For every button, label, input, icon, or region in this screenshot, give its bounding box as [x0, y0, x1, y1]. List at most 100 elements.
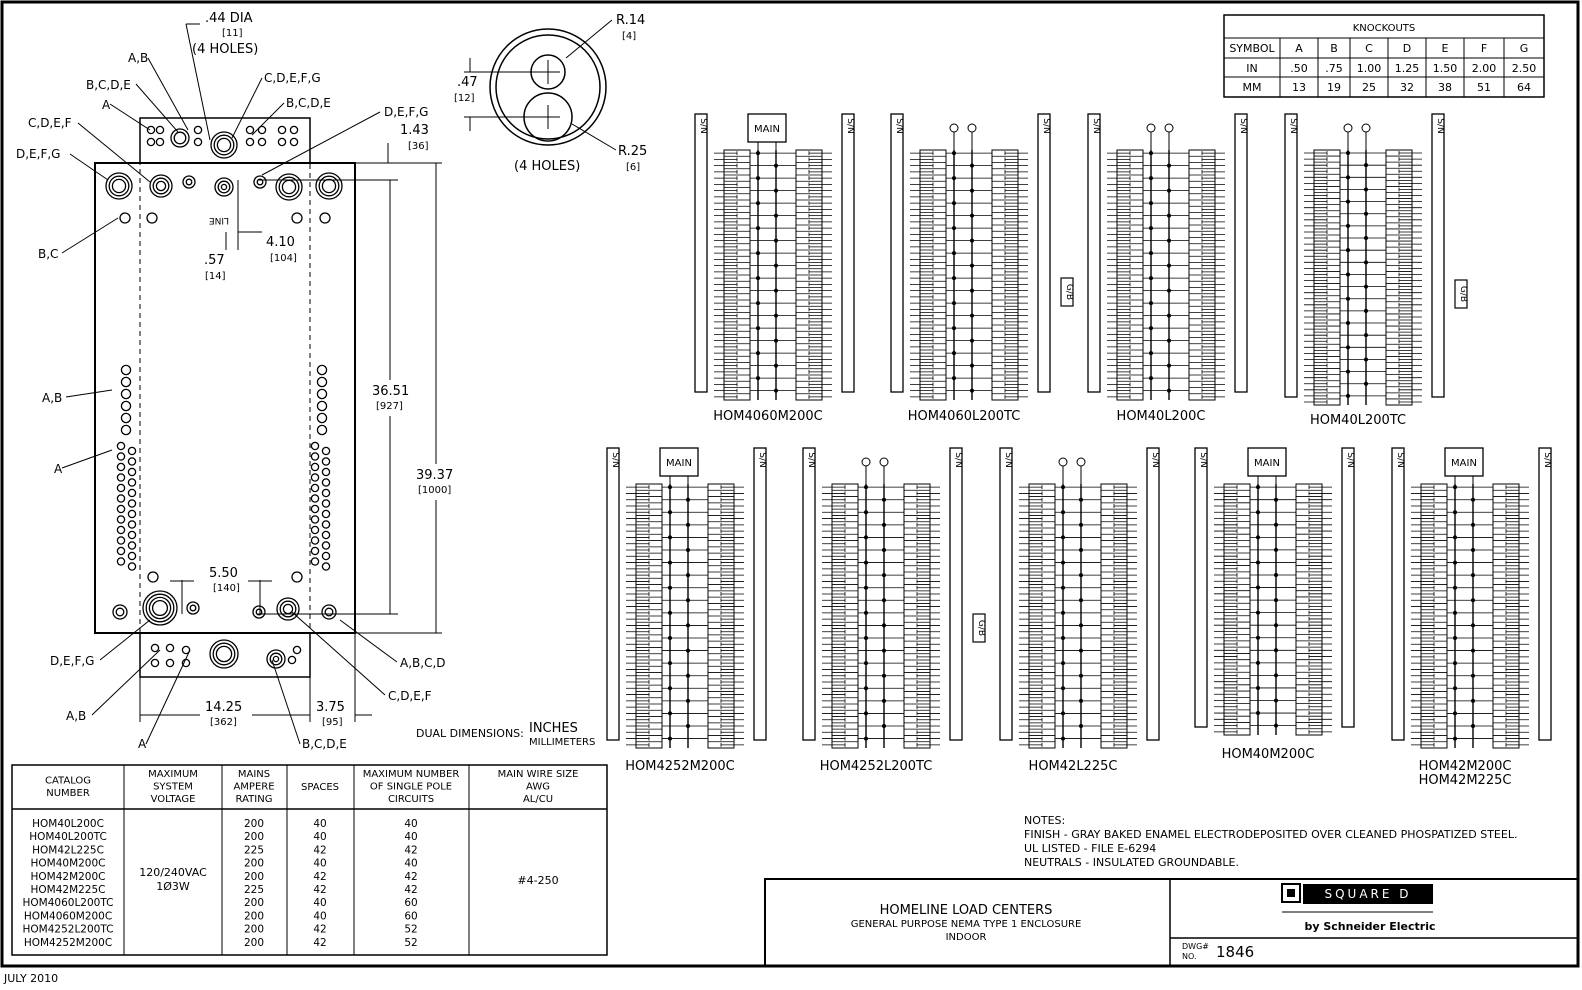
knockout-circle — [321, 562, 331, 571]
spec-header: MAXIMUM — [148, 769, 198, 780]
spec-circuits: 42 — [404, 844, 417, 856]
spec-circuits: 40 — [404, 858, 417, 870]
sn-label: S/N — [894, 118, 904, 133]
knockout-circle — [120, 412, 132, 424]
spec-spaces: 40 — [313, 818, 326, 830]
knockout-circle — [321, 509, 331, 519]
svg-text:39.37: 39.37 — [416, 468, 453, 483]
knockout-circle — [310, 441, 320, 451]
sn-label: S/N — [1198, 452, 1208, 467]
spec-header: SYSTEM — [153, 782, 193, 793]
enclosure-drawing — [94, 117, 356, 678]
knockout-circle — [256, 178, 264, 186]
spec-spaces: 42 — [313, 844, 326, 856]
panel-catalog-label: HOM4252L200TC — [820, 759, 933, 774]
knockouts-cell: SYMBOL — [1229, 42, 1275, 55]
note-line: UL LISTED - FILE E-6294 — [1024, 842, 1156, 855]
spec-amps: 200 — [244, 924, 264, 936]
knockout-circle — [213, 134, 235, 156]
knockout-circle — [185, 178, 193, 186]
knockout-circle — [155, 180, 167, 192]
svg-text:A,B: A,B — [128, 51, 148, 65]
knockout-circle — [310, 536, 320, 545]
sn-label: S/N — [1542, 452, 1552, 467]
knockout-circle — [127, 446, 137, 456]
knockout-circle — [120, 388, 132, 400]
knockout-circle — [116, 452, 126, 461]
svg-text:A: A — [138, 737, 147, 751]
knockout-circle — [275, 173, 303, 201]
knockout-circle — [277, 125, 287, 135]
spec-header: CATALOG — [45, 776, 91, 787]
knockout-circle — [146, 125, 156, 135]
knockout-circle — [120, 424, 132, 436]
knockout-circle — [291, 571, 303, 583]
knockout-circle — [116, 441, 126, 451]
svg-text:B,C,D,E: B,C,D,E — [86, 78, 131, 92]
spec-catalog: HOM4252M200C — [24, 937, 112, 949]
svg-text:[6]: [6] — [626, 162, 640, 173]
knockout-circle — [272, 655, 280, 663]
spec-phase: 1Ø3W — [156, 880, 190, 893]
spec-amps: 225 — [244, 884, 264, 896]
sn-label: S/N — [1435, 118, 1445, 133]
knockout-circle — [210, 131, 238, 159]
knockout-circle — [266, 649, 286, 669]
knockout-circle — [291, 212, 303, 224]
svg-text:[36]: [36] — [408, 141, 429, 152]
knockouts-cell: 64 — [1517, 81, 1531, 94]
knockout-circle — [310, 525, 320, 535]
svg-text:[140]: [140] — [213, 583, 240, 594]
knockouts-cell: 1.50 — [1433, 62, 1458, 75]
knockout-circle — [116, 483, 126, 493]
knockout-circle — [319, 212, 331, 224]
svg-text:A: A — [54, 462, 63, 476]
spec-circuits: 52 — [404, 924, 417, 936]
knockout-circle — [214, 177, 234, 197]
svg-text:R.14: R.14 — [616, 13, 645, 28]
knockout-circle — [316, 424, 328, 436]
sn-label: S/N — [845, 118, 855, 133]
knockout-circle — [116, 515, 126, 524]
svg-text:LINE: LINE — [209, 215, 229, 225]
svg-text:(4 HOLES): (4 HOLES) — [514, 159, 580, 174]
knockout-circle — [150, 643, 160, 653]
knockouts-cell: 51 — [1477, 81, 1491, 94]
spec-header: VOLTAGE — [151, 794, 196, 805]
svg-text:[14]: [14] — [205, 271, 226, 282]
knockout-circle — [116, 504, 126, 514]
knockout-circle — [310, 462, 320, 472]
svg-text:.44 DIA: .44 DIA — [205, 11, 253, 26]
knockout-circle — [310, 546, 320, 556]
knockout-circle — [321, 530, 331, 540]
svg-text:[1000]: [1000] — [418, 485, 451, 496]
sn-label: S/N — [1238, 118, 1248, 133]
knockouts-cell: 1.00 — [1357, 62, 1382, 75]
knockout-circle — [321, 604, 337, 620]
main-breaker-label: MAIN — [1254, 458, 1280, 469]
subtitle-indoor: INDOOR — [946, 932, 987, 943]
spec-circuits: 42 — [404, 871, 417, 883]
knockout-circle — [116, 536, 126, 545]
knockout-circle — [220, 183, 228, 191]
knockout-circle — [321, 541, 331, 550]
knockout-circle — [116, 462, 126, 472]
knockouts-cell: 19 — [1327, 81, 1341, 94]
knockouts-cell: B — [1330, 42, 1338, 55]
knockout-circle — [310, 515, 320, 524]
knockout-circle — [282, 603, 294, 615]
panel-catalog-label: HOM40L200TC — [1310, 413, 1406, 428]
sn-label: S/N — [806, 452, 816, 467]
svg-text:[11]: [11] — [222, 28, 243, 39]
svg-text:B,C: B,C — [38, 247, 58, 261]
knockouts-cell: 13 — [1292, 81, 1306, 94]
knockout-circle — [120, 400, 132, 412]
knockout-circle — [321, 457, 331, 466]
sn-label: S/N — [610, 452, 620, 467]
knockout-circle — [147, 571, 159, 583]
knockout-circle — [116, 494, 126, 503]
knockout-circle — [127, 499, 137, 508]
